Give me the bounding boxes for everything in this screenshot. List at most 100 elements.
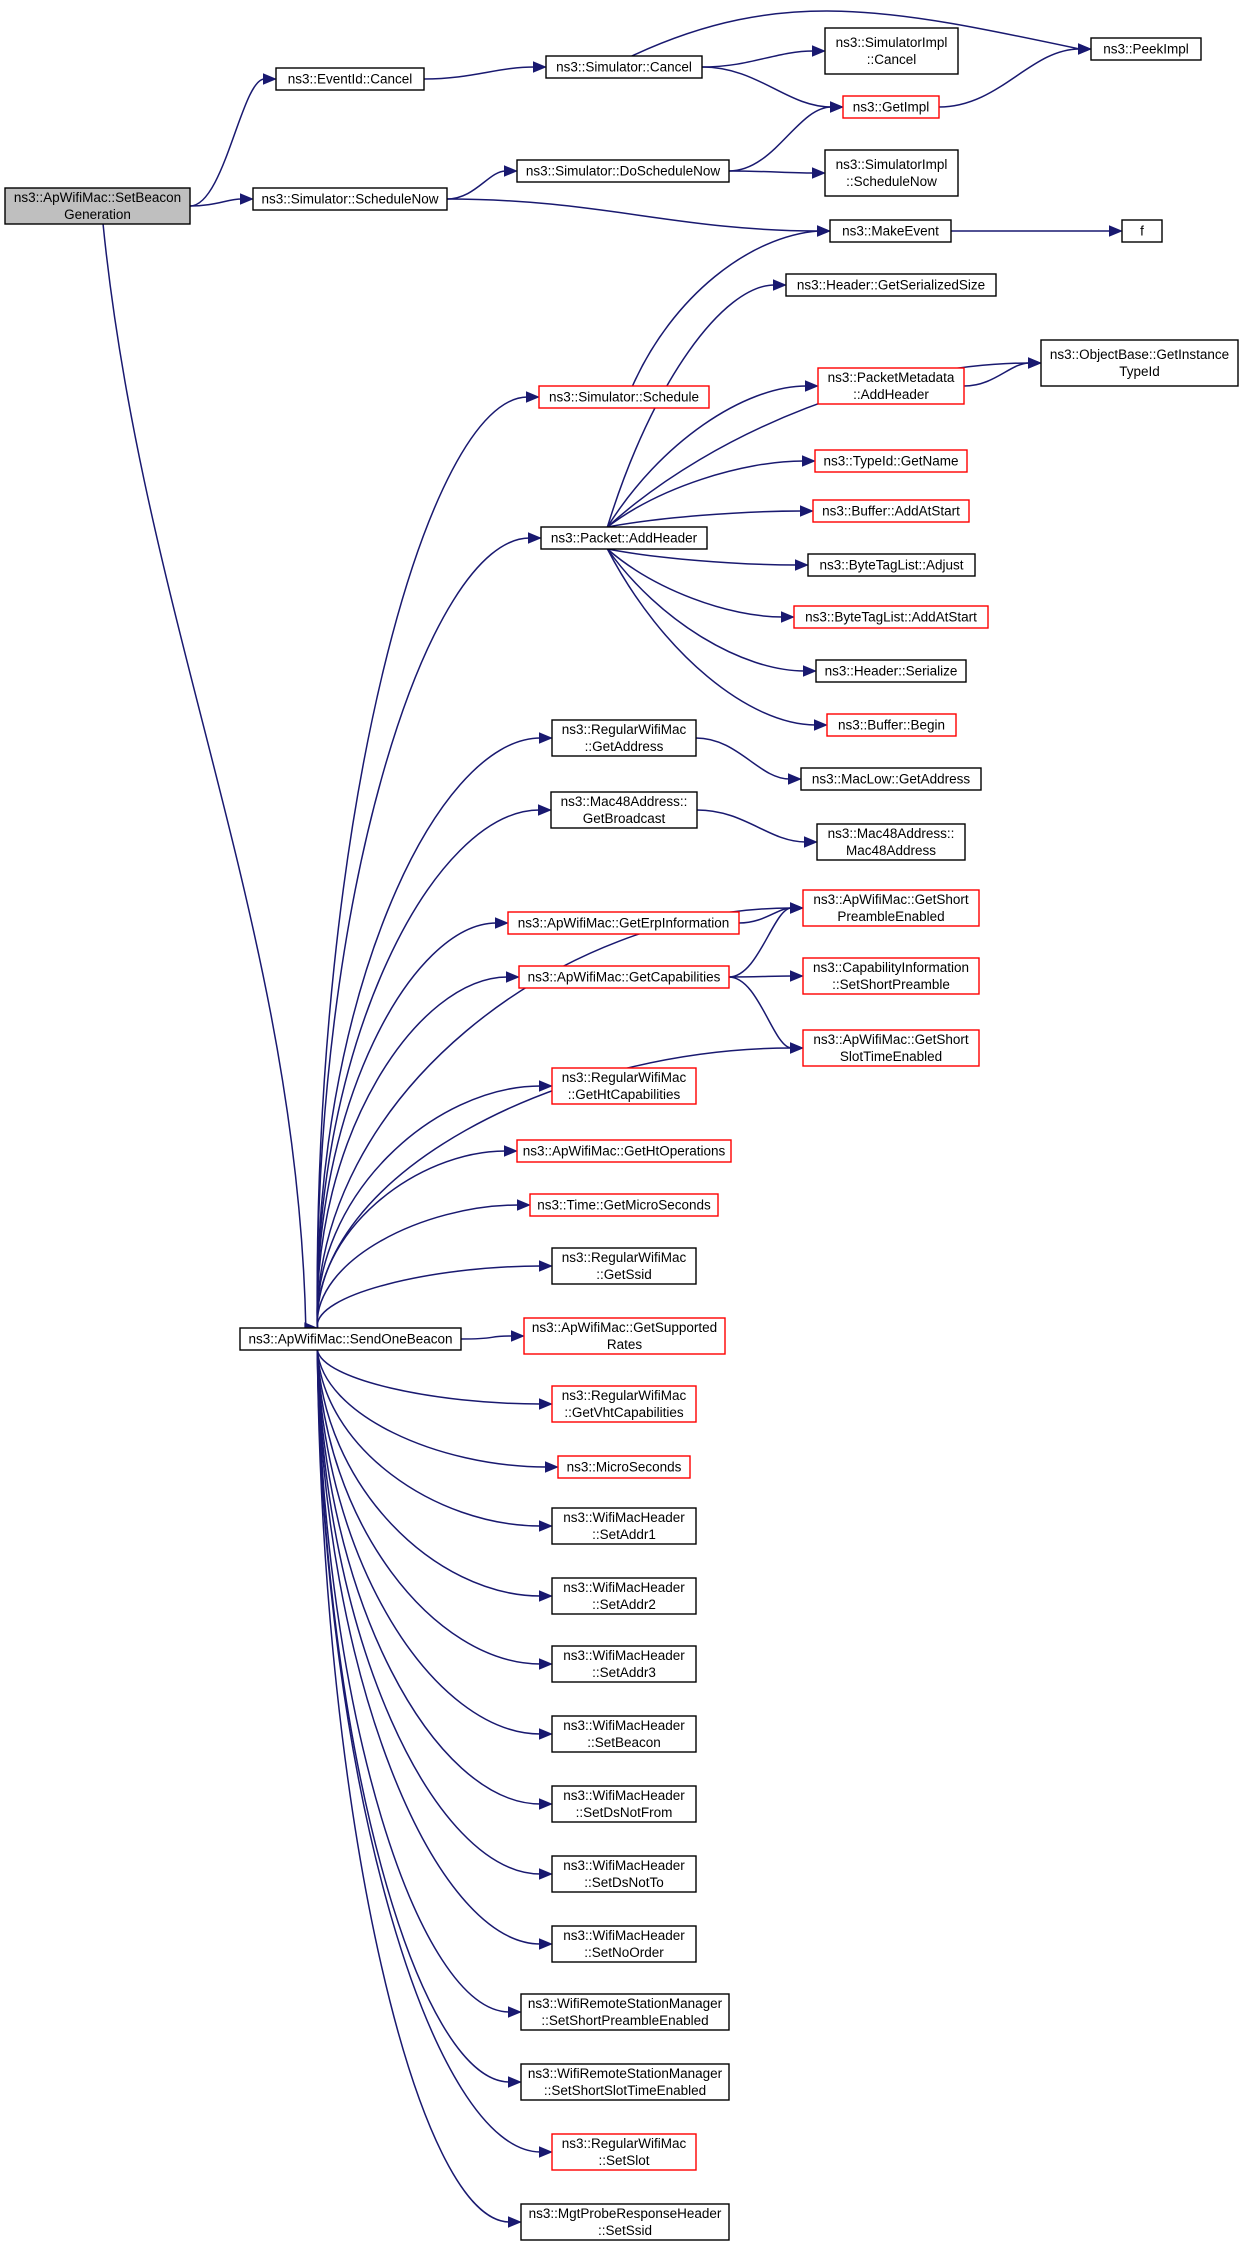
call-edges: [102, 10, 1123, 2228]
function-name-label: ::SetShortPreambleEnabled: [541, 2013, 708, 2028]
function-node-getcaps[interactable]: ns3::ApWifiMac::GetCapabilities: [518, 965, 730, 989]
call-edge: [728, 976, 804, 1054]
function-name-label: ns3::Time::GetMicroSeconds: [537, 1198, 711, 1213]
function-node-mac48-getbroadcast[interactable]: ns3::Mac48Address::GetBroadcast: [550, 791, 698, 829]
function-name-label: ::SetAddr1: [592, 1527, 656, 1542]
function-node-microseconds[interactable]: ns3::MicroSeconds: [557, 1455, 691, 1479]
function-name-label: ::SetShortSlotTimeEnabled: [544, 2083, 706, 2098]
function-name-label: ns3::ApWifiMac::GetSupported: [532, 1320, 717, 1335]
call-edge: [316, 1349, 553, 1810]
function-node-setaddr2[interactable]: ns3::WifiMacHeader::SetAddr2: [551, 1577, 697, 1615]
function-node-gethtops[interactable]: ns3::ApWifiMac::GetHtOperations: [516, 1139, 732, 1163]
function-node-makeevent[interactable]: ns3::MakeEvent: [829, 219, 952, 243]
function-name-label: ns3::ByteTagList::Adjust: [819, 558, 963, 573]
function-node-f[interactable]: f: [1121, 219, 1163, 243]
function-node-typeid-getname[interactable]: ns3::TypeId::GetName: [814, 449, 968, 473]
function-name-label: ns3::PacketMetadata: [828, 370, 955, 385]
function-node-sendonebeacon[interactable]: ns3::ApWifiMac::SendOneBeacon: [239, 1327, 462, 1351]
call-edge: [316, 1349, 559, 1473]
function-node-simimpl-schednow[interactable]: ns3::SimulatorImpl::ScheduleNow: [824, 149, 959, 197]
function-node-hdr-serialize[interactable]: ns3::Header::Serialize: [815, 659, 967, 683]
function-name-label: ns3::RegularWifiMac: [562, 1250, 687, 1265]
function-node-wrsm-setshortslot[interactable]: ns3::WifiRemoteStationManager::SetShortS…: [520, 2063, 730, 2101]
function-node-eventcancel[interactable]: ns3::EventId::Cancel: [275, 67, 425, 91]
function-node-capinfo-setshortpre[interactable]: ns3::CapabilityInformation::SetShortPrea…: [802, 957, 980, 995]
call-edge: [728, 970, 804, 982]
function-name-label: ns3::ApWifiMac::SendOneBeacon: [248, 1332, 452, 1347]
function-node-hdr-getsersize[interactable]: ns3::Header::GetSerializedSize: [785, 273, 997, 297]
call-edge: [316, 1199, 531, 1329]
function-name-label: ns3::EventId::Cancel: [288, 72, 413, 87]
function-node-rwm-getaddress[interactable]: ns3::RegularWifiMac::GetAddress: [551, 719, 697, 757]
call-edge: [316, 1349, 553, 2158]
function-name-label: ::SetDsNotTo: [584, 1875, 664, 1890]
function-node-buffer-begin[interactable]: ns3::Buffer::Begin: [826, 713, 957, 737]
function-node-setaddr3[interactable]: ns3::WifiMacHeader::SetAddr3: [551, 1645, 697, 1683]
call-edge: [316, 971, 520, 1329]
function-node-time-getmicro[interactable]: ns3::Time::GetMicroSeconds: [529, 1193, 719, 1217]
function-node-setbeaconhdr[interactable]: ns3::WifiMacHeader::SetBeacon: [551, 1715, 697, 1753]
function-node-setdsnotfrom[interactable]: ns3::WifiMacHeader::SetDsNotFrom: [551, 1785, 697, 1823]
function-node-pktaddheader[interactable]: ns3::Packet::AddHeader: [540, 526, 708, 550]
function-name-label: ns3::ByteTagList::AddAtStart: [805, 610, 977, 625]
call-edge: [316, 1349, 522, 2228]
function-node-simcancel[interactable]: ns3::Simulator::Cancel: [545, 55, 703, 79]
function-name-label: ns3::RegularWifiMac: [562, 1388, 687, 1403]
function-node-setnoorder[interactable]: ns3::WifiMacHeader::SetNoOrder: [551, 1925, 697, 1963]
function-name-label: SlotTimeEnabled: [840, 1049, 942, 1064]
function-name-label: ns3::Packet::AddHeader: [551, 531, 698, 546]
function-node-mgtprobe-setssid[interactable]: ns3::MgtProbeResponseHeader::SetSsid: [520, 2203, 730, 2241]
call-edge: [316, 1349, 553, 1880]
function-node-peekimpl[interactable]: ns3::PeekImpl: [1090, 37, 1202, 61]
call-edge: [316, 1080, 553, 1329]
function-name-label: ns3::MakeEvent: [842, 224, 939, 239]
call-edge: [606, 455, 816, 528]
function-node-setaddr1[interactable]: ns3::WifiMacHeader::SetAddr1: [551, 1507, 697, 1545]
function-name-label: ns3::GetImpl: [853, 100, 930, 115]
function-node-rwm-getssid[interactable]: ns3::RegularWifiMac::GetSsid: [551, 1247, 697, 1285]
call-edge: [189, 73, 277, 207]
function-node-doschednow[interactable]: ns3::Simulator::DoScheduleNow: [516, 159, 730, 183]
function-name-label: ::AddHeader: [853, 387, 929, 402]
function-name-label: ns3::Buffer::Begin: [838, 718, 945, 733]
call-edge: [316, 1349, 522, 2018]
function-node-mac48-ctor[interactable]: ns3::Mac48Address::Mac48Address: [816, 823, 966, 861]
function-name-label: ::ScheduleNow: [846, 174, 937, 189]
function-node-rwm-getht[interactable]: ns3::RegularWifiMac::GetHtCapabilities: [551, 1067, 697, 1105]
function-node-setdsnotto[interactable]: ns3::WifiMacHeader::SetDsNotTo: [551, 1855, 697, 1893]
function-node-rwm-getvht[interactable]: ns3::RegularWifiMac::GetVhtCapabilities: [551, 1385, 697, 1423]
function-node-wrsm-setshortpre[interactable]: ns3::WifiRemoteStationManager::SetShortP…: [520, 1993, 730, 2031]
function-node-maclow-getaddress[interactable]: ns3::MacLow::GetAddress: [800, 767, 982, 791]
function-node-simimpl-cancel[interactable]: ns3::SimulatorImpl::Cancel: [824, 27, 959, 75]
function-node-simschedule[interactable]: ns3::Simulator::Schedule: [538, 385, 710, 409]
function-node-btl-addatstart[interactable]: ns3::ByteTagList::AddAtStart: [793, 605, 989, 629]
function-name-label: ns3::ApWifiMac::GetShort: [813, 1032, 969, 1047]
function-name-label: ns3::TypeId::GetName: [823, 454, 958, 469]
function-name-label: ns3::WifiRemoteStationManager: [528, 2066, 723, 2081]
function-node-rwm-setslot[interactable]: ns3::RegularWifiMac::SetSlot: [551, 2133, 697, 2171]
function-name-label: ns3::Mac48Address::: [828, 826, 955, 841]
function-node-schednow[interactable]: ns3::Simulator::ScheduleNow: [252, 187, 448, 211]
call-edge: [316, 1349, 553, 1410]
function-name-label: ns3::ApWifiMac::SetBeacon: [14, 190, 181, 205]
function-name-label: ns3::WifiRemoteStationManager: [528, 1996, 723, 2011]
function-node-getterp[interactable]: ns3::ApWifiMac::GetErpInformation: [507, 911, 740, 935]
function-name-label: ns3::Simulator::ScheduleNow: [261, 192, 438, 207]
function-name-label: ns3::Header::GetSerializedSize: [797, 278, 985, 293]
call-edge: [316, 1349, 553, 1950]
call-edge: [316, 1349, 553, 1740]
call-edge: [189, 193, 254, 207]
function-node-getimpl[interactable]: ns3::GetImpl: [842, 95, 940, 119]
call-edge: [606, 380, 819, 528]
call-edge: [316, 1145, 518, 1329]
call-edge: [446, 198, 831, 237]
function-node-buffer-addatstart[interactable]: ns3::Buffer::AddAtStart: [812, 499, 970, 523]
function-node-btl-adjust[interactable]: ns3::ByteTagList::Adjust: [807, 553, 976, 577]
function-node-pktmeta-addheader[interactable]: ns3::PacketMetadata::AddHeader: [817, 367, 965, 405]
